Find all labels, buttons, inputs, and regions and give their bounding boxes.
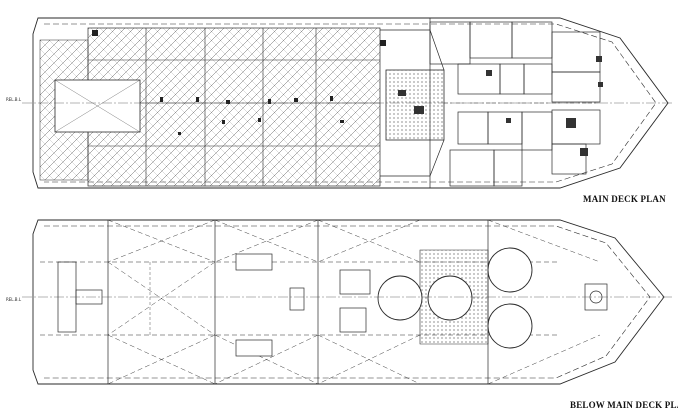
main-deck-rooms <box>429 18 601 188</box>
below-centerline-ref: REL.B.L <box>6 297 22 302</box>
cylindrical-tanks <box>377 247 533 349</box>
main-deck-plan <box>32 17 669 189</box>
below-hull-dashed <box>44 225 651 379</box>
main-centerline-ref: REL.B.L <box>6 97 22 102</box>
tank-diagonals <box>107 219 601 385</box>
deck-equipment-marks <box>92 30 386 135</box>
below-deck-plan <box>32 219 665 385</box>
centerlines <box>22 102 672 298</box>
main-deck-fixtures <box>398 56 603 156</box>
engine-room-machinery <box>57 253 371 357</box>
deck-machinery-block <box>385 69 445 141</box>
below-hull-outline <box>32 219 665 385</box>
main-hull-outline <box>32 17 669 189</box>
below-deck-plan-title: BELOW MAIN DECK PLAN <box>570 400 678 410</box>
main-deck-plan-title: MAIN DECK PLAN <box>583 194 666 204</box>
